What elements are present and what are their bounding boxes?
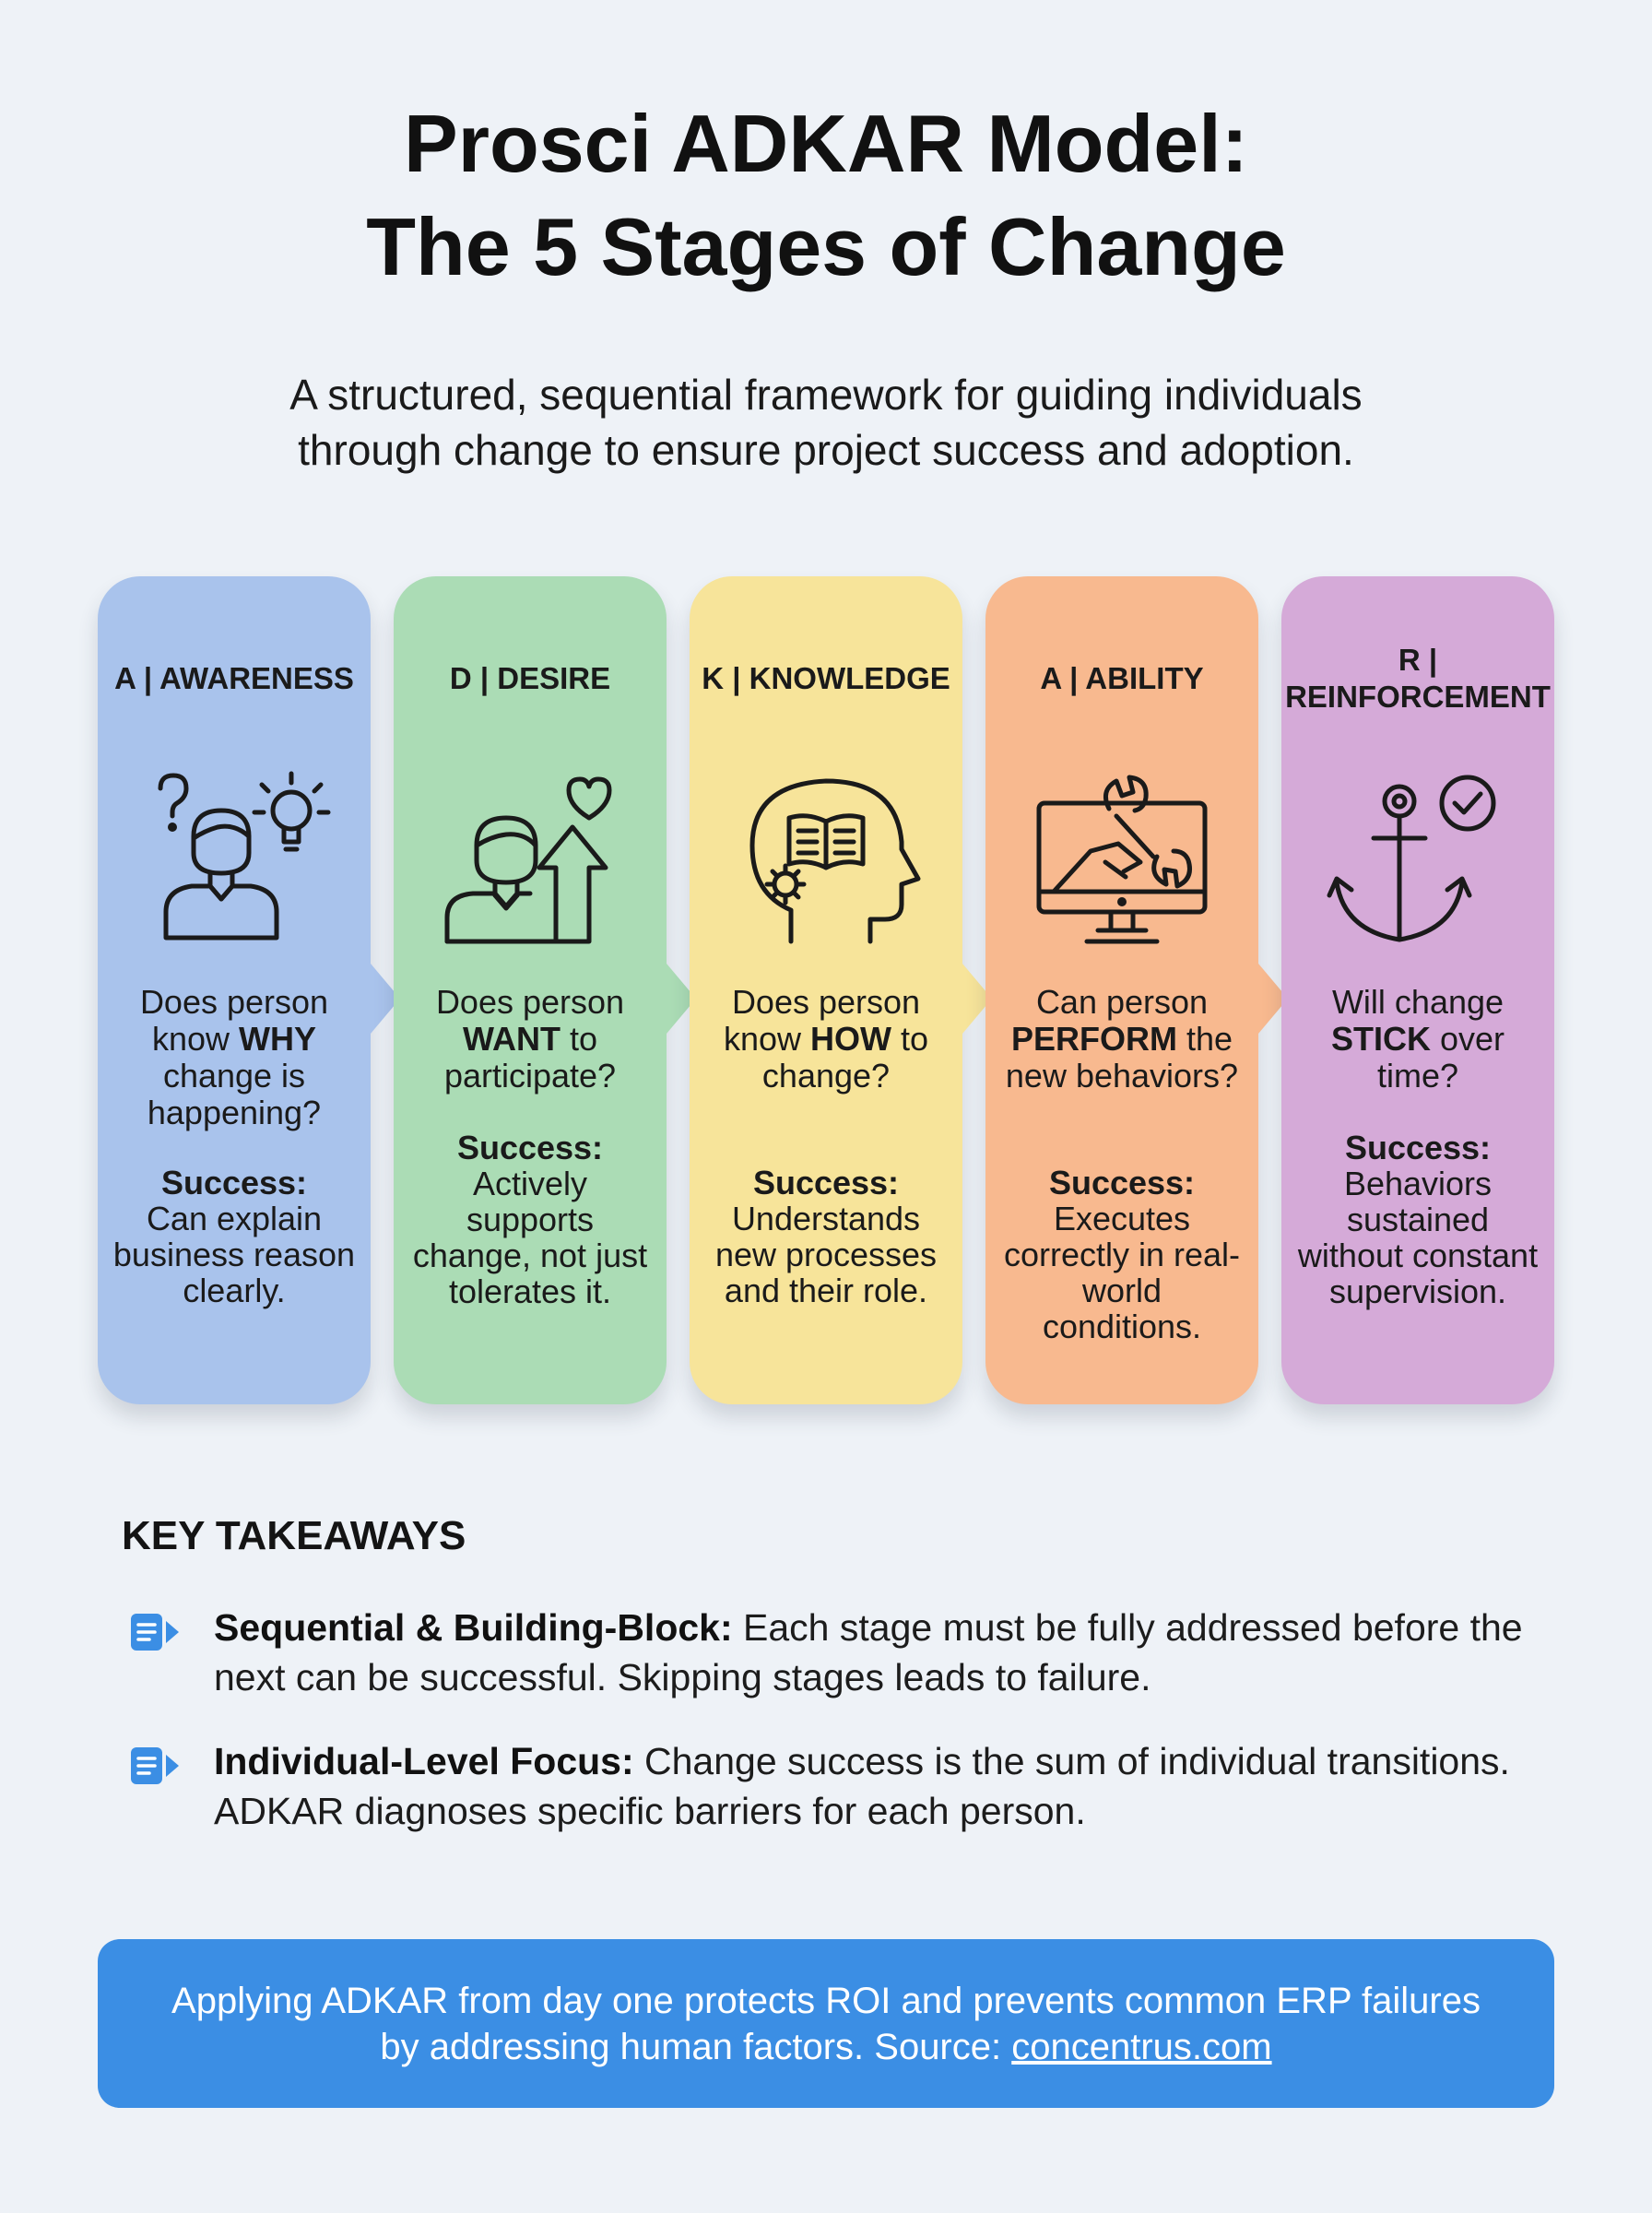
stage-label: A | ABILITY — [1040, 661, 1204, 695]
question-text-after: to change? — [761, 1020, 929, 1095]
question-keyword: HOW — [810, 1020, 891, 1058]
stage-card-knowledge: K | KNOWLEDGE Does person know HOW to ch… — [690, 576, 962, 1404]
stage-question: Does person WANT to participate? — [407, 984, 654, 1095]
stage-label: D | DESIRE — [449, 661, 611, 695]
stage-question: Does person know WHY change is happening… — [111, 984, 358, 1131]
key-takeaways-title: KEY TAKEAWAYS — [122, 1513, 466, 1558]
success-text: Executes correctly in real-world conditi… — [1003, 1200, 1241, 1345]
success-label: Success: — [1344, 1129, 1492, 1166]
question-text-before: Does person know — [139, 983, 329, 1058]
key-takeaway-text: Individual-Level Focus: Change success i… — [214, 1736, 1560, 1836]
document-arrow-icon — [129, 1610, 181, 1654]
question-text-before: Will change — [1331, 983, 1504, 1021]
success-label: Success: — [1048, 1164, 1196, 1201]
takeaway-heading: Sequential & Building-Block: — [214, 1606, 733, 1649]
stage-success: Success: Executes correctly in real-worl… — [998, 1165, 1245, 1344]
success-label: Success: — [160, 1164, 308, 1201]
takeaway-body: Change success is the sum of individual … — [214, 1740, 1510, 1832]
monitor-hand-wrench-icon — [1021, 761, 1223, 964]
source-link[interactable]: concentrus.com — [1011, 2027, 1272, 2067]
takeaway-heading: Individual-Level Focus: — [214, 1740, 634, 1782]
success-text: Can explain business reason clearly. — [112, 1200, 356, 1309]
document-arrow-icon — [129, 1744, 181, 1788]
success-text: Understands new processes and their role… — [714, 1200, 938, 1309]
page-subtitle: A structured, sequential framework for g… — [0, 367, 1652, 478]
banner-line-1: Applying ADKAR from day one protects ROI… — [171, 1981, 1481, 2021]
question-text-after: over time? — [1376, 1020, 1505, 1095]
question-keyword: WHY — [239, 1020, 317, 1058]
stage-success: Success: Behaviors sustained without con… — [1294, 1130, 1541, 1309]
stage-label: A | AWARENESS — [114, 661, 354, 695]
summary-banner: Applying ADKAR from day one protects ROI… — [98, 1939, 1554, 2108]
question-text-before: Does person — [435, 983, 625, 1021]
anchor-check-icon — [1316, 761, 1519, 964]
question-text-after: to participate? — [443, 1020, 617, 1095]
stage-question: Can person PERFORM the new behaviors? — [998, 984, 1245, 1095]
banner-line-2: by addressing human factors. Source: con… — [98, 2024, 1554, 2070]
banner-line-2-text: by addressing human factors. Source: — [380, 2027, 1012, 2067]
title-line-1: Prosci ADKAR Model: — [404, 98, 1248, 189]
stage-card-awareness: A | AWARENESS Does person know WHY chang… — [98, 576, 371, 1404]
stage-question: Will change STICK over time? — [1294, 984, 1541, 1095]
stage-card-desire: D | DESIRE Does person WANT to participa… — [394, 576, 667, 1404]
success-label: Success: — [752, 1164, 900, 1201]
success-text: Behaviors sustained without constant sup… — [1297, 1165, 1539, 1310]
stage-card-ability: A | ABILITY Can person PERFORM the new b… — [985, 576, 1258, 1404]
success-text: Actively supports change, not just toler… — [412, 1165, 648, 1310]
stage-card-reinforcement: R | REINFORCEMENT Will change STICK over… — [1281, 576, 1554, 1404]
question-text-after: change is happening? — [147, 1057, 322, 1131]
page-title: Prosci ADKAR Model: The 5 Stages of Chan… — [0, 92, 1652, 299]
head-book-gear-icon — [725, 761, 927, 964]
stage-success: Success: Actively supports change, not j… — [407, 1130, 654, 1309]
subtitle-line-1: A structured, sequential framework for g… — [289, 371, 1363, 419]
stage-label: K | KNOWLEDGE — [702, 661, 950, 695]
key-takeaway-text: Sequential & Building-Block: Each stage … — [214, 1603, 1560, 1702]
subtitle-line-2: through change to ensure project success… — [298, 426, 1354, 474]
stage-success: Success: Can explain business reason cle… — [111, 1165, 358, 1308]
question-text-after: the new behaviors? — [1005, 1020, 1239, 1095]
question-keyword: PERFORM — [1010, 1020, 1177, 1058]
person-question-lightbulb-icon — [133, 761, 336, 964]
success-label: Success: — [456, 1129, 604, 1166]
question-text-before: Can person — [1035, 983, 1209, 1021]
title-line-2: The 5 Stages of Change — [366, 201, 1286, 292]
stage-question: Does person know HOW to change? — [702, 984, 950, 1095]
stage-label: R | REINFORCEMENT — [1285, 643, 1551, 714]
stage-success: Success: Understands new processes and t… — [702, 1165, 950, 1308]
takeaway-body: Each stage must be fully addressed befor… — [214, 1606, 1523, 1698]
question-keyword: WANT — [462, 1020, 560, 1058]
person-heart-arrow-icon — [429, 761, 631, 964]
question-text-before: Does person know — [723, 983, 921, 1058]
question-keyword: STICK — [1330, 1020, 1431, 1058]
